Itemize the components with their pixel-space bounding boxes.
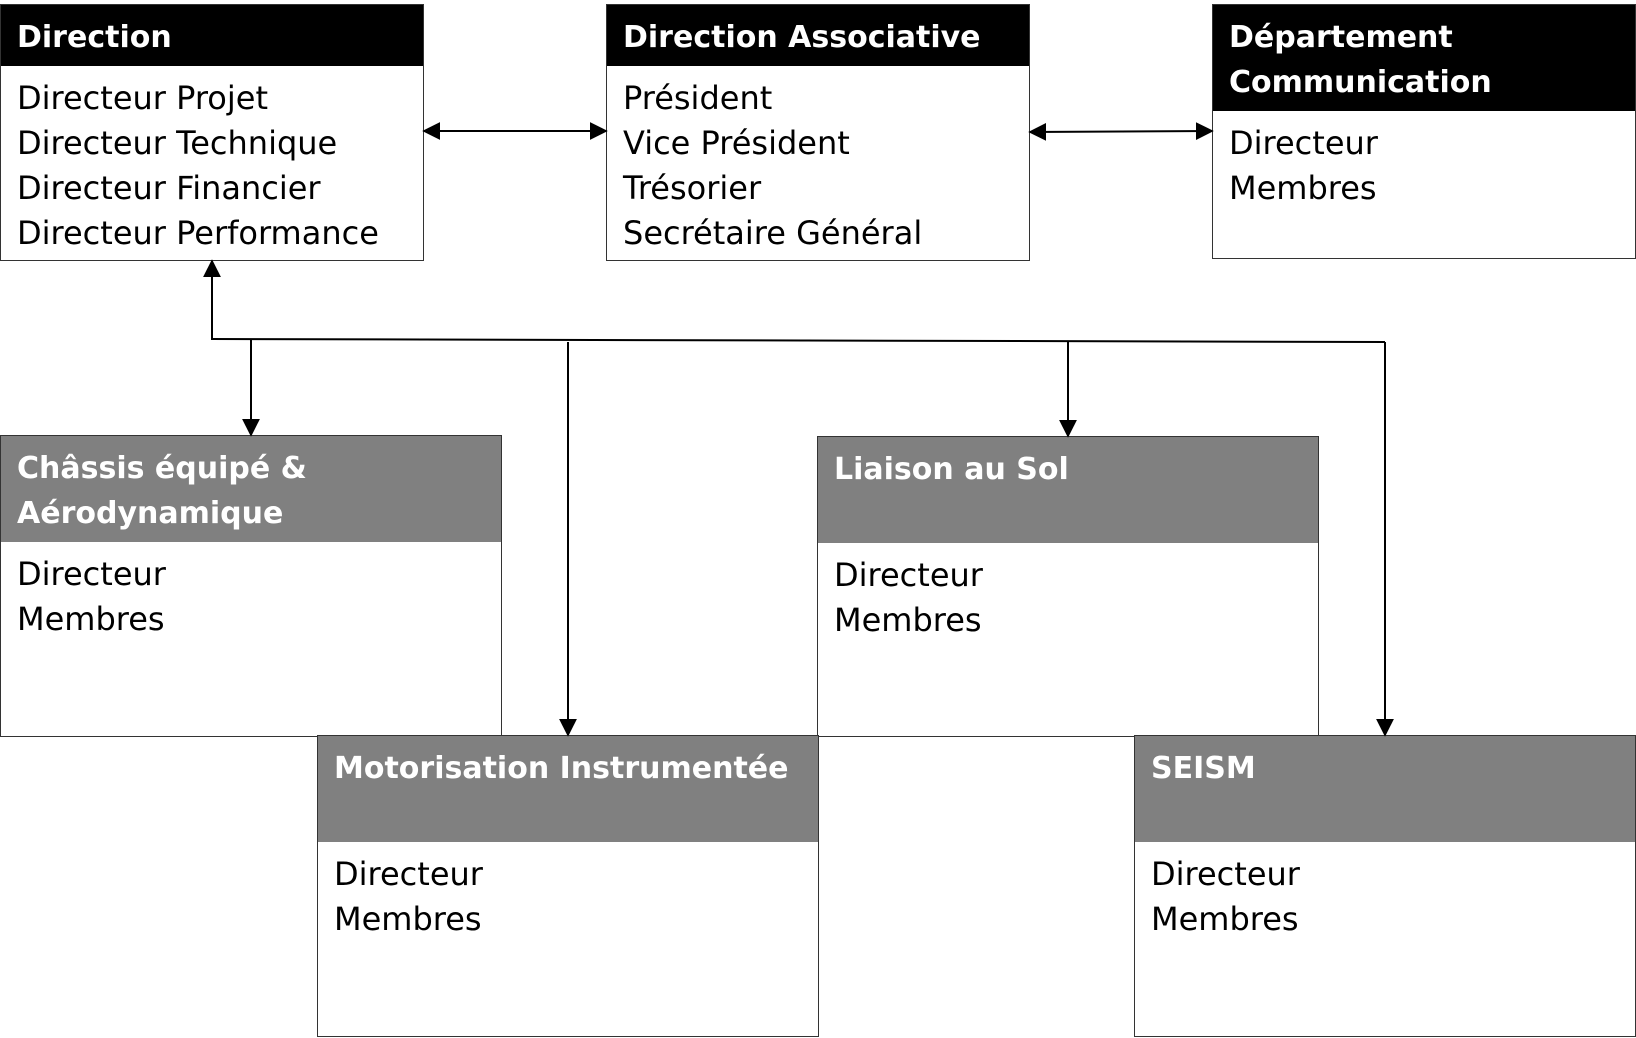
departement-communication-members: Directeur Membres: [1213, 111, 1635, 211]
departement-communication-title-line1: Département: [1229, 20, 1453, 55]
member-membres: Membres: [17, 600, 165, 638]
member-president: Président: [623, 79, 773, 117]
chassis-title-line2: Aérodynamique: [17, 496, 284, 531]
direction-associative-title: Direction Associative: [623, 20, 981, 55]
member-secretaire-general: Secrétaire Général: [623, 214, 923, 252]
member-membres: Membres: [1151, 900, 1299, 938]
departement-communication-title-line2: Communication: [1229, 65, 1492, 100]
member-tresorier: Trésorier: [623, 169, 762, 207]
connector-distribution-bus: [211, 338, 1386, 343]
chassis-aerodynamique-box: Châssis équipé & Aérodynamique Directeur…: [0, 435, 502, 737]
member-directeur: Directeur: [1151, 855, 1300, 893]
member-membres: Membres: [834, 601, 982, 639]
seism-box: SEISM Directeur Membres: [1134, 735, 1636, 1037]
member-directeur-projet: Directeur Projet: [17, 79, 268, 117]
member-membres: Membres: [334, 900, 482, 938]
chassis-aerodynamique-header: Châssis équipé & Aérodynamique: [1, 436, 501, 542]
member-vice-president: Vice Président: [623, 124, 850, 162]
departement-communication-header: Département Communication: [1213, 5, 1635, 111]
seism-members: Directeur Membres: [1135, 842, 1635, 942]
departement-communication-box: Département Communication Directeur Memb…: [1212, 4, 1636, 259]
member-directeur: Directeur: [17, 555, 166, 593]
motorisation-instrumentee-header: Motorisation Instrumentée: [318, 736, 818, 842]
member-membres: Membres: [1229, 169, 1377, 207]
motorisation-members: Directeur Membres: [318, 842, 818, 942]
member-directeur: Directeur: [1229, 124, 1378, 162]
direction-operationnelle-header: Direction Opérationnelle: [1, 5, 423, 100]
member-directeur-performance: Directeur Performance: [17, 214, 379, 252]
motorisation-instrumentee-box: Motorisation Instrumentée Directeur Memb…: [317, 735, 819, 1037]
liaison-au-sol-members: Directeur Membres: [818, 543, 1318, 643]
direction-associative-header: Direction Associative: [607, 5, 1029, 66]
direction-operationnelle-members: Directeur Projet Directeur Technique Dir…: [1, 66, 423, 256]
liaison-au-sol-box: Liaison au Sol Directeur Membres: [817, 436, 1319, 737]
member-directeur: Directeur: [834, 556, 983, 594]
direction-operationnelle-title: Direction Opérationnelle: [17, 20, 269, 100]
liaison-au-sol-title: Liaison au Sol: [834, 452, 1069, 487]
member-directeur: Directeur: [334, 855, 483, 893]
direction-operationnelle-box: Direction Opérationnelle Directeur Proje…: [0, 4, 424, 261]
motorisation-instrumentee-title: Motorisation Instrumentée: [334, 751, 789, 786]
seism-header: SEISM: [1135, 736, 1635, 842]
chassis-title-line1: Châssis équipé &: [17, 451, 307, 486]
chassis-members: Directeur Membres: [1, 542, 501, 642]
member-directeur-financier: Directeur Financier: [17, 169, 321, 207]
connector-associative-communication: [1028, 122, 1214, 141]
direction-associative-members: Président Vice Président Trésorier Secré…: [607, 66, 1029, 256]
member-directeur-technique: Directeur Technique: [17, 124, 338, 162]
seism-title: SEISM: [1151, 751, 1256, 786]
liaison-au-sol-header: Liaison au Sol: [818, 437, 1318, 543]
direction-associative-box: Direction Associative Président Vice Pré…: [606, 4, 1030, 261]
